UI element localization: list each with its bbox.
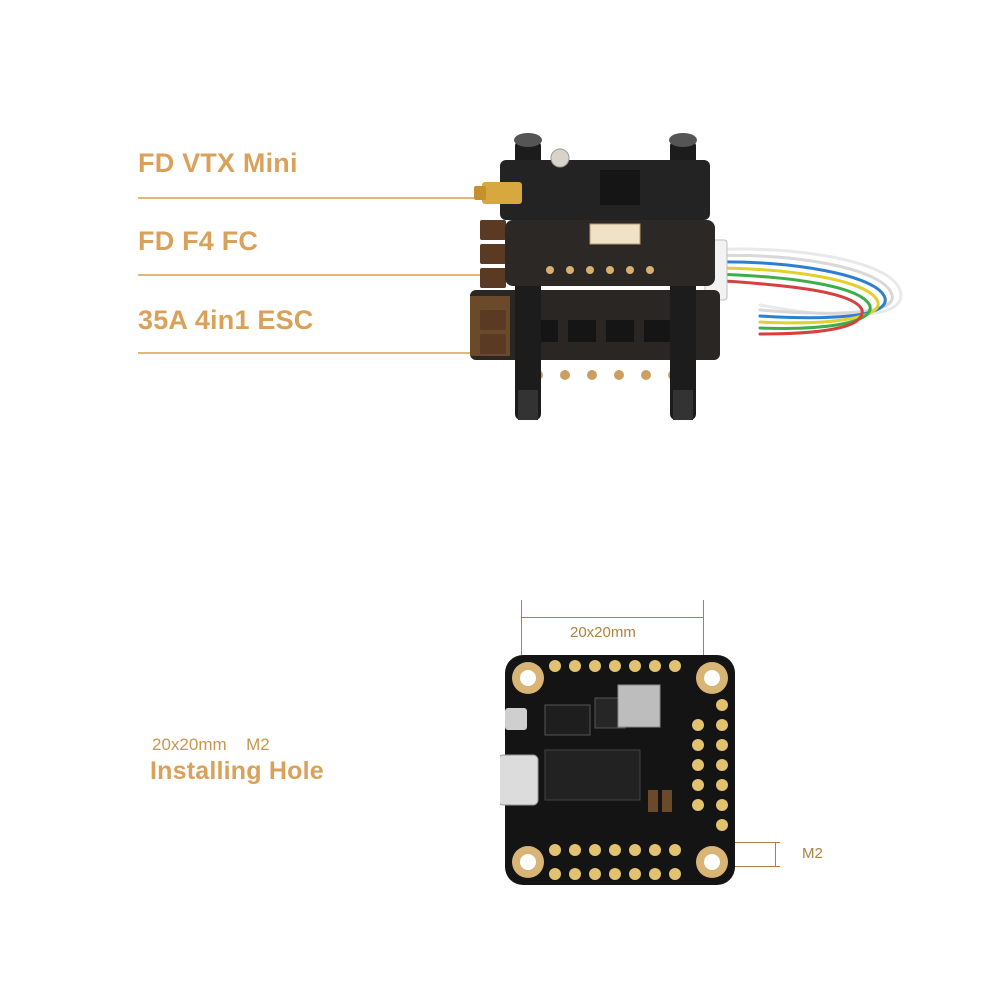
esc-capacitors: [480, 220, 506, 354]
hole-spacing-label: 20x20mm: [570, 624, 636, 641]
usb-port-small: [505, 708, 527, 730]
screw-size-label: M2: [802, 845, 823, 862]
solder-pads: [549, 660, 728, 880]
label-fc: FD F4 FC: [138, 226, 259, 256]
screw-dimension-line-top: [720, 842, 780, 843]
leader-line-fc: [138, 274, 508, 276]
installing-size-value: 20x20mm: [152, 735, 227, 754]
screw-dimension-line-bottom: [720, 866, 780, 867]
fc-pads: [546, 266, 654, 274]
label-esc: 35A 4in1 ESC: [138, 305, 314, 335]
leader-line-esc: [138, 352, 478, 354]
capacitors: [648, 790, 672, 812]
stack-photo: [470, 133, 903, 420]
fc-board-top-view: [500, 655, 735, 885]
fc-board: [505, 220, 715, 286]
dimension-line-top: [522, 617, 704, 618]
dimension-tick-left: [521, 600, 522, 670]
esc-pads: [533, 370, 678, 380]
usb-port-main: [500, 754, 539, 806]
mcu-chip: [544, 749, 641, 801]
dimension-tick-right: [703, 600, 704, 670]
label-vtx: FD VTX Mini: [138, 148, 298, 178]
installing-size: 20x20mm M2: [152, 735, 270, 755]
antenna-connector: [474, 182, 522, 204]
leader-line-vtx: [138, 197, 490, 199]
screw-dimension-tick: [775, 842, 776, 867]
osd-chip: [544, 704, 591, 736]
mounting-holes: [512, 662, 728, 878]
regulator: [617, 684, 661, 728]
wire-harness: [708, 247, 903, 336]
installing-hole-title: Installing Hole: [150, 757, 324, 785]
installing-screw-value: M2: [246, 735, 270, 754]
